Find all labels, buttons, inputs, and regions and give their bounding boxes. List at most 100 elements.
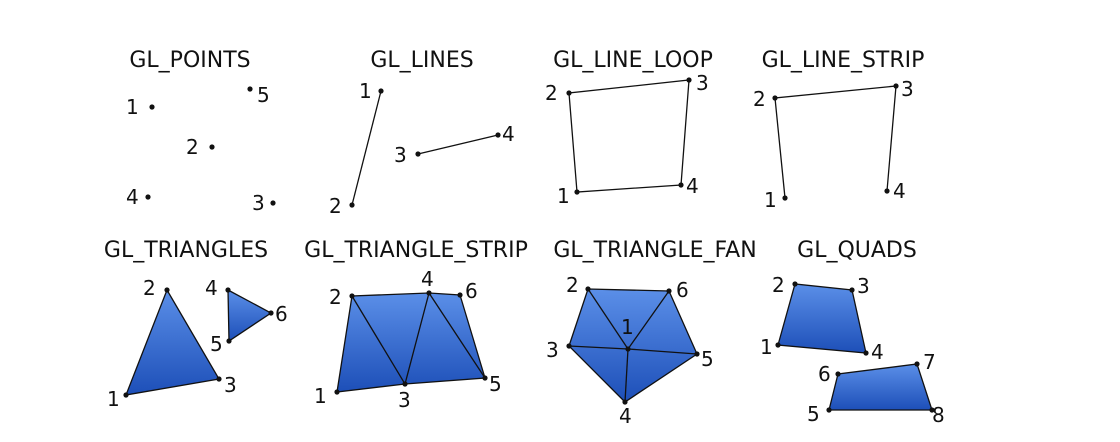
line-segment	[351, 90, 382, 206]
panel-title: GL_TRIANGLE_STRIP	[304, 238, 528, 263]
vertex-label: 4	[893, 179, 906, 203]
vertex-label: 5	[807, 402, 820, 426]
fan-spoke	[568, 345, 629, 350]
vertex-label: 5	[701, 347, 714, 371]
vertex-point	[566, 90, 572, 96]
vertex-point	[666, 288, 672, 294]
vertex-point	[209, 144, 215, 150]
panel-title: GL_TRIANGLES	[104, 238, 268, 263]
vertex-label: 1	[764, 188, 777, 212]
vertex-point	[415, 151, 421, 157]
vertex-point	[349, 202, 355, 208]
vertex-point	[826, 407, 832, 413]
panel-gl-triangle-fan: GL_TRIANGLE_FAN 1 2 3 4 5 6	[546, 238, 757, 428]
vertex-point	[226, 338, 232, 344]
panel-title: GL_LINES	[370, 48, 473, 73]
panel-title: GL_POINTS	[129, 48, 250, 73]
vertex-point	[149, 104, 155, 110]
vertex-label: 3	[252, 191, 265, 215]
quad-shape	[777, 283, 867, 354]
vertex-point	[378, 88, 384, 94]
strip-inner-edges	[351, 291, 486, 386]
vertex-point	[402, 381, 408, 387]
vertex-point	[268, 310, 274, 316]
quad-shape	[828, 363, 933, 411]
vertex-label: 6	[676, 278, 689, 302]
vertex-label: 5	[257, 83, 270, 107]
panel-gl-lines: GL_LINES 1 2 3 4	[329, 48, 515, 218]
triangle-shape	[227, 288, 273, 343]
vertex-label: 3	[398, 388, 411, 412]
line-strip-shape	[774, 85, 897, 199]
vertex-point	[772, 95, 778, 101]
vertex-point	[775, 342, 781, 348]
vertex-label: 4	[502, 122, 515, 146]
vertex-point	[863, 350, 869, 356]
vertex-point	[225, 287, 231, 293]
panel-title: GL_TRIANGLE_FAN	[553, 238, 756, 263]
vertex-point	[835, 371, 841, 377]
vertex-point	[164, 287, 170, 293]
vertex-point	[270, 200, 276, 206]
vertex-label: 5	[489, 372, 502, 396]
vertex-point	[929, 407, 935, 413]
vertex-label: 1	[557, 184, 570, 208]
vertex-point	[914, 361, 920, 367]
vertex-label: 4	[619, 404, 632, 428]
vertex-label: 1	[621, 315, 634, 339]
vertex-label: 3	[696, 71, 709, 95]
vertex-point	[495, 132, 501, 138]
vertex-point	[622, 399, 628, 405]
panel-gl-line-strip: GL_LINE_STRIP 1 2 3 4	[753, 48, 924, 212]
vertex-label: 6	[818, 362, 831, 386]
vertex-label: 3	[224, 373, 237, 397]
vertex-label: 2	[566, 273, 579, 297]
vertex-label: 4	[871, 340, 884, 364]
panel-title: GL_LINE_STRIP	[762, 48, 925, 73]
vertex-label: 6	[275, 302, 288, 326]
vertex-label: 4	[686, 174, 699, 198]
vertex-point	[625, 346, 631, 352]
vertex-point	[585, 286, 591, 292]
vertex-point	[884, 188, 890, 194]
fan-spoke	[627, 348, 698, 355]
vertex-label: 8	[932, 403, 945, 427]
panel-gl-line-loop: GL_LINE_LOOP 1 2 3 4	[545, 48, 713, 208]
panel-gl-points: GL_POINTS 1 2 3 4 5	[126, 48, 276, 215]
panel-gl-triangles: GL_TRIANGLES 1 2 3 4 5 6	[104, 238, 288, 411]
vertex-label: 1	[126, 95, 139, 119]
vertex-label: 2	[186, 135, 199, 159]
vertex-label: 2	[753, 87, 766, 111]
triangle-fan-shape	[568, 288, 698, 403]
vertex-label: 2	[772, 273, 785, 297]
vertex-label: 1	[107, 387, 120, 411]
panel-title: GL_QUADS	[797, 238, 917, 263]
fan-spoke	[624, 348, 629, 403]
vertex-label: 2	[329, 285, 342, 309]
vertex-point	[686, 77, 692, 83]
vertex-label: 3	[901, 77, 914, 101]
vertex-point	[792, 281, 798, 287]
vertex-label: 3	[857, 274, 870, 298]
vertex-point	[678, 182, 684, 188]
vertex-point	[893, 83, 899, 89]
vertex-point	[694, 351, 700, 357]
line-loop-shape	[568, 79, 690, 193]
vertex-label: 4	[205, 276, 218, 300]
vertex-point	[123, 392, 129, 398]
vertex-point	[216, 376, 222, 382]
fan-spoke	[587, 288, 629, 350]
vertex-point	[566, 343, 572, 349]
vertex-label: 3	[394, 143, 407, 167]
vertex-label: 1	[314, 384, 327, 408]
vertex-label: 2	[545, 81, 558, 105]
vertex-label: 5	[210, 332, 223, 356]
vertex-point	[247, 86, 253, 92]
vertex-point	[574, 189, 580, 195]
vertex-label: 6	[465, 279, 478, 303]
vertex-label: 4	[126, 185, 139, 209]
fan-spoke	[627, 290, 670, 350]
vertex-point	[457, 292, 463, 298]
vertex-label: 2	[329, 194, 342, 218]
